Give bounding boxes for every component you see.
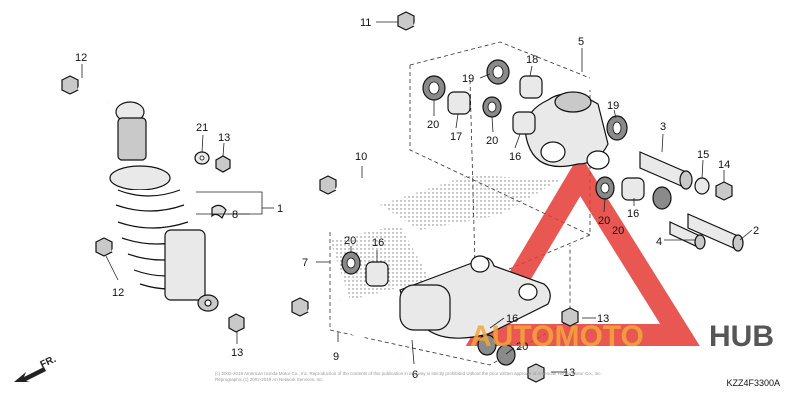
watermark-text-right: HUB bbox=[709, 320, 774, 353]
callout-2: 2 bbox=[753, 225, 759, 237]
shock-link-5 bbox=[524, 91, 610, 170]
callout-12-lower: 12 bbox=[112, 287, 124, 299]
bolt-9 bbox=[291, 297, 401, 360]
bearing-18 bbox=[519, 75, 543, 99]
dust-seal-20-right-2 bbox=[652, 186, 672, 210]
front-arrow: FR. bbox=[14, 354, 74, 391]
link-group-frame bbox=[409, 65, 591, 236]
callout-12-upper: 12 bbox=[75, 52, 87, 64]
collar-2 bbox=[687, 213, 744, 252]
callout-15: 15 bbox=[697, 149, 709, 161]
front-arrow-icon bbox=[14, 367, 46, 382]
callout-9: 9 bbox=[333, 351, 339, 363]
callout-3: 3 bbox=[660, 121, 666, 133]
collar-17 bbox=[447, 91, 471, 115]
callout-20-mid: 20 bbox=[486, 135, 498, 147]
shock-arm-7 bbox=[399, 255, 551, 339]
callout-20-top: 20 bbox=[427, 119, 439, 131]
callout-1: 1 bbox=[277, 203, 283, 215]
callout-19-top: 19 bbox=[462, 73, 474, 85]
clip-8 bbox=[211, 204, 227, 220]
shading-upper bbox=[380, 175, 560, 230]
bearing-16-arm bbox=[365, 261, 389, 287]
watermark-text-left: AUTOMOTO bbox=[470, 320, 644, 353]
callout-5: 5 bbox=[578, 36, 584, 48]
copyright-line-1: (c) 2002-2019 American Honda Motor Co., … bbox=[215, 371, 602, 376]
callout-13-bottom: 13 bbox=[563, 367, 575, 379]
callout-13-shock-lower: 13 bbox=[231, 347, 243, 359]
callout-18: 18 bbox=[526, 54, 538, 66]
bolt-12-lower bbox=[95, 237, 141, 268]
collar-3 bbox=[639, 151, 693, 190]
callout-16-arm-low: 16 bbox=[506, 313, 518, 325]
callout-16-top: 16 bbox=[509, 151, 521, 163]
bolt-10 bbox=[319, 175, 405, 224]
bearing-16-right bbox=[621, 177, 645, 201]
copyright-line-2: Reprographic (c) 2002-2019 Ari Network S… bbox=[215, 377, 324, 382]
nut-13-bottom bbox=[527, 363, 545, 383]
diagram-code: KZZ4F3300A bbox=[726, 378, 780, 388]
callout-20-right-2: 20 bbox=[612, 225, 624, 237]
callout-13-shock: 13 bbox=[218, 132, 230, 144]
dust-seal-20-arm-low bbox=[477, 334, 497, 356]
callout-20-right: 20 bbox=[598, 215, 610, 227]
callout-19-right: 19 bbox=[607, 100, 619, 112]
front-label: FR. bbox=[39, 356, 58, 371]
callout-11: 11 bbox=[360, 17, 371, 29]
callout-20-arm: 20 bbox=[344, 235, 356, 247]
nut-13-shock bbox=[215, 155, 231, 173]
watermark-logo bbox=[465, 153, 700, 346]
callout-17: 17 bbox=[450, 131, 462, 143]
callout-4: 4 bbox=[656, 236, 662, 248]
copyright-notice: (c) 2002-2019 American Honda Motor Co., … bbox=[215, 371, 635, 383]
callout-13-arm: 13 bbox=[597, 313, 609, 325]
bolt-6 bbox=[339, 298, 413, 340]
callout-6: 6 bbox=[412, 369, 418, 381]
nut-13-shock-lower bbox=[228, 313, 245, 333]
nut-14 bbox=[715, 181, 733, 201]
callout-20-arm-low: 20 bbox=[516, 341, 528, 353]
collar-4 bbox=[669, 221, 706, 250]
callout-21: 21 bbox=[196, 122, 208, 134]
dust-seal-20-arm-low2 bbox=[496, 344, 516, 366]
rear-shock-absorber bbox=[109, 101, 219, 312]
bearing-16-top bbox=[512, 111, 536, 135]
callout-16-right: 16 bbox=[627, 208, 639, 220]
callout-10: 10 bbox=[355, 151, 367, 163]
callout-7: 7 bbox=[302, 257, 308, 269]
nut-13-arm bbox=[561, 307, 579, 327]
callout-16-arm: 16 bbox=[372, 237, 384, 249]
link-group-frame-top bbox=[409, 41, 591, 79]
callout-14: 14 bbox=[718, 159, 730, 171]
callout-8: 8 bbox=[232, 209, 238, 221]
bolt-11 bbox=[397, 11, 467, 51]
arm-group-frame bbox=[329, 232, 571, 366]
washer-15 bbox=[694, 177, 710, 195]
bolt-12-upper bbox=[61, 75, 109, 105]
